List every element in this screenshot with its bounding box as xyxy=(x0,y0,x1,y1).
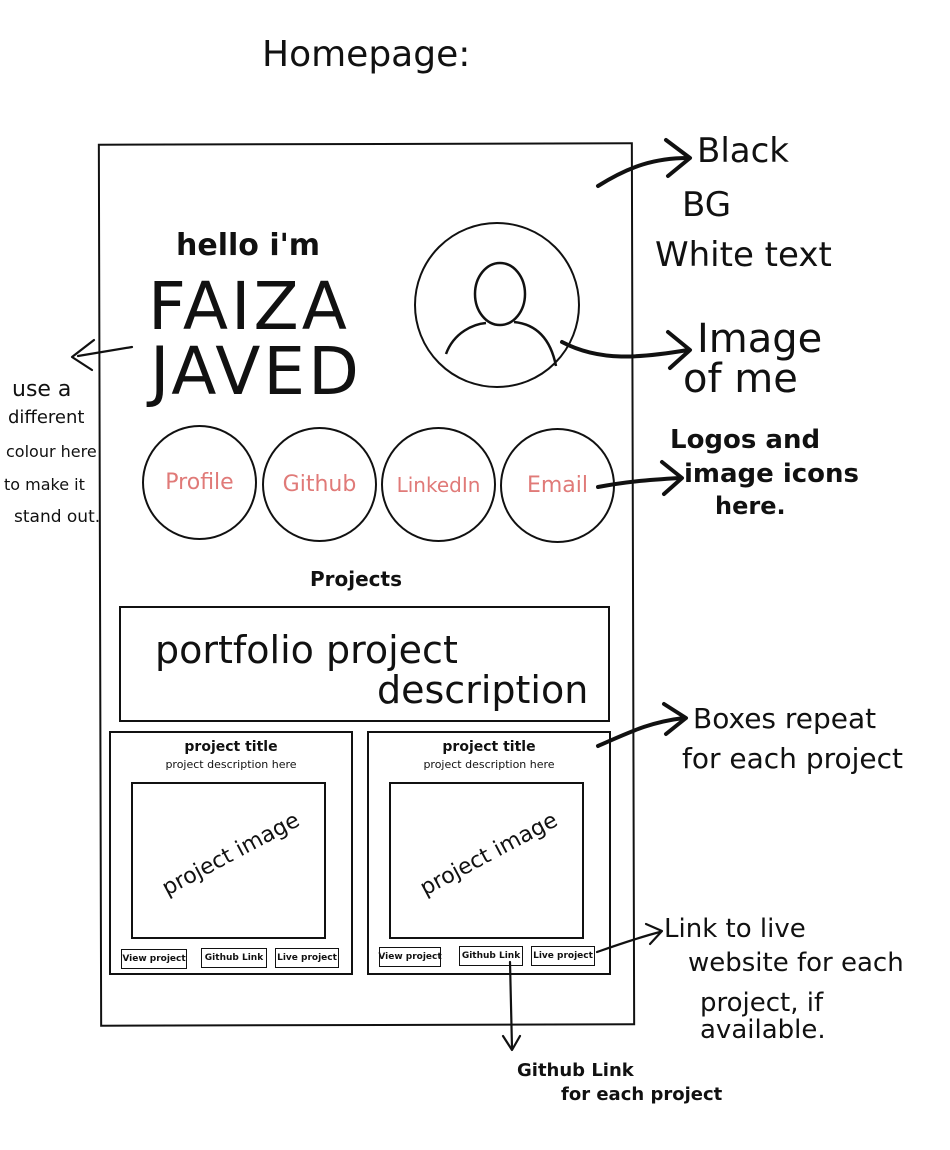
annotation-bg-line3: White text xyxy=(655,235,832,275)
github-link-button[interactable]: Github Link xyxy=(201,948,267,968)
annotation-boxes-line1: Boxes repeat xyxy=(693,702,877,735)
profile-link[interactable]: Profile xyxy=(142,425,257,540)
view-project-button[interactable]: View project xyxy=(378,947,442,967)
project-description: project description here xyxy=(423,758,555,771)
project-image: project image xyxy=(131,782,326,939)
page-title: Homepage: xyxy=(262,34,471,75)
annotation-image-line1: Image xyxy=(697,316,823,362)
live-project-button[interactable]: Live project xyxy=(531,946,595,966)
linkedin-link[interactable]: LinkedIn xyxy=(381,427,496,542)
email-link-label: Email xyxy=(526,473,589,498)
annotation-live-line3: project, if available. xyxy=(700,988,826,1046)
project-title: project title xyxy=(442,739,536,755)
live-project-button[interactable]: Live project xyxy=(275,948,339,968)
annotation-bg-line2: BG xyxy=(682,185,732,225)
view-project-button[interactable]: View project xyxy=(121,949,187,969)
annotation-colour-line1: use a xyxy=(12,377,72,402)
project-image: project image xyxy=(389,782,584,939)
project-description: project description here xyxy=(165,758,297,771)
profile-link-label: Profile xyxy=(165,470,234,495)
project-card: project title project description here p… xyxy=(367,731,611,975)
annotation-logos-line2: image icons xyxy=(684,459,860,489)
annotation-github-line1: Github Link xyxy=(517,1060,634,1081)
project-title: project title xyxy=(184,739,278,755)
projects-heading: Projects xyxy=(310,567,403,591)
greeting: hello i'm xyxy=(176,228,321,263)
linkedin-link-label: LinkedIn xyxy=(396,472,481,497)
first-name: FAIZA xyxy=(148,268,350,345)
github-link-button[interactable]: Github Link xyxy=(459,946,523,966)
annotation-colour-line3: colour here xyxy=(6,442,97,461)
portfolio-description-line1: portfolio project xyxy=(155,628,458,672)
annotation-bg-line1: Black xyxy=(697,131,789,171)
project-card: project title project description here p… xyxy=(109,731,353,975)
annotation-colour-line4: to make it xyxy=(4,475,85,494)
annotation-colour-line5: stand out. xyxy=(14,507,101,527)
profile-image xyxy=(414,222,580,388)
annotation-github-line2: for each project xyxy=(561,1084,723,1105)
annotation-image-line2: of me xyxy=(683,356,798,402)
github-link[interactable]: Github xyxy=(262,427,377,542)
annotation-colour-line2: different xyxy=(8,407,85,428)
annotation-logos-line1: Logos and xyxy=(670,425,821,455)
portfolio-description-box: portfolio project description xyxy=(119,606,610,722)
annotation-live-line2: website for each xyxy=(688,948,904,978)
annotation-logos-line3: here. xyxy=(715,492,786,520)
github-link-label: Github xyxy=(282,472,357,497)
annotation-live-line1: Link to live xyxy=(664,914,806,944)
last-name: JAVED xyxy=(150,333,362,410)
portfolio-description-line2: description xyxy=(377,668,589,712)
annotation-boxes-line2: for each project xyxy=(682,742,904,775)
